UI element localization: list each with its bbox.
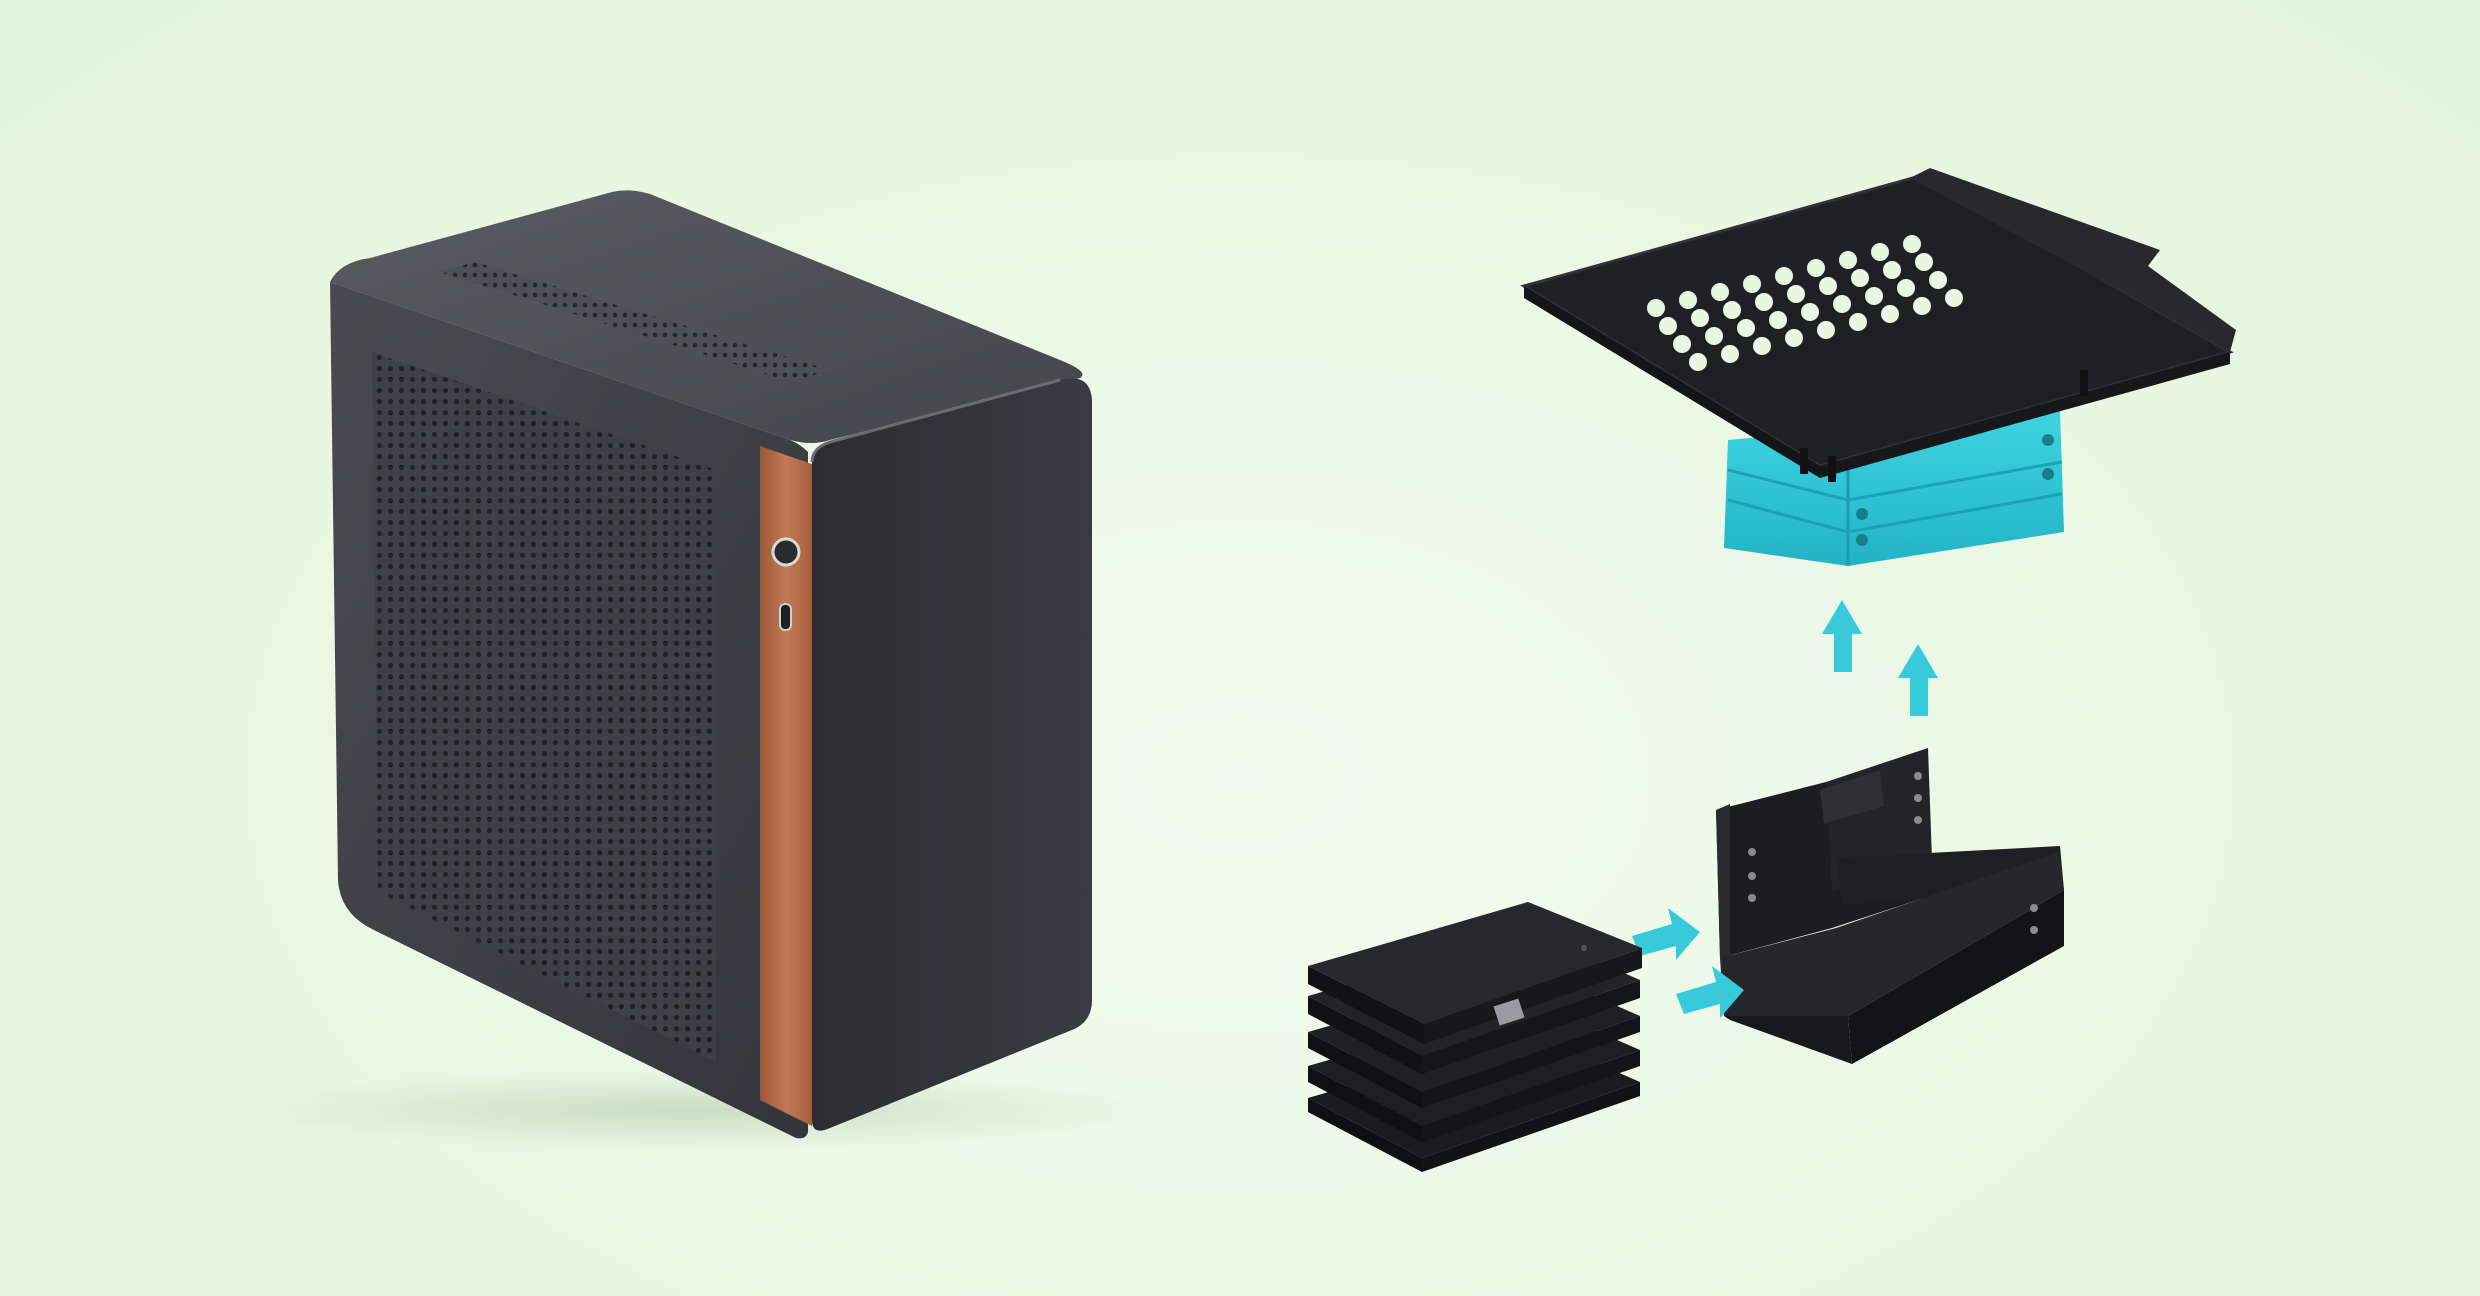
tray-vent-holes	[1647, 235, 1963, 371]
bracket-base	[1720, 852, 2064, 1016]
tray-rail	[1910, 168, 2236, 352]
arrow-up-icon	[1822, 600, 1938, 716]
ssd-cage-bracket	[1716, 748, 2064, 1064]
wood-accent-strip	[760, 446, 812, 1126]
arrow-right-icon	[1632, 908, 1744, 1018]
case-side-panel	[812, 378, 1092, 1131]
top-vent-grille	[440, 262, 830, 382]
tray-plate	[1520, 174, 2234, 468]
bracket-tab	[1820, 770, 1884, 824]
usb-c-port	[779, 603, 792, 631]
case-edge-highlight	[810, 378, 1061, 463]
power-button	[771, 537, 801, 567]
ssd-label	[1493, 998, 1525, 1026]
pc-case	[230, 190, 1150, 1150]
ssd-stack	[1308, 902, 1642, 1172]
ssd-drive-top	[1308, 902, 1642, 1044]
case-top	[330, 190, 1083, 443]
front-mesh-grille	[372, 352, 716, 1062]
drive-mounting-tray	[1520, 168, 2236, 566]
